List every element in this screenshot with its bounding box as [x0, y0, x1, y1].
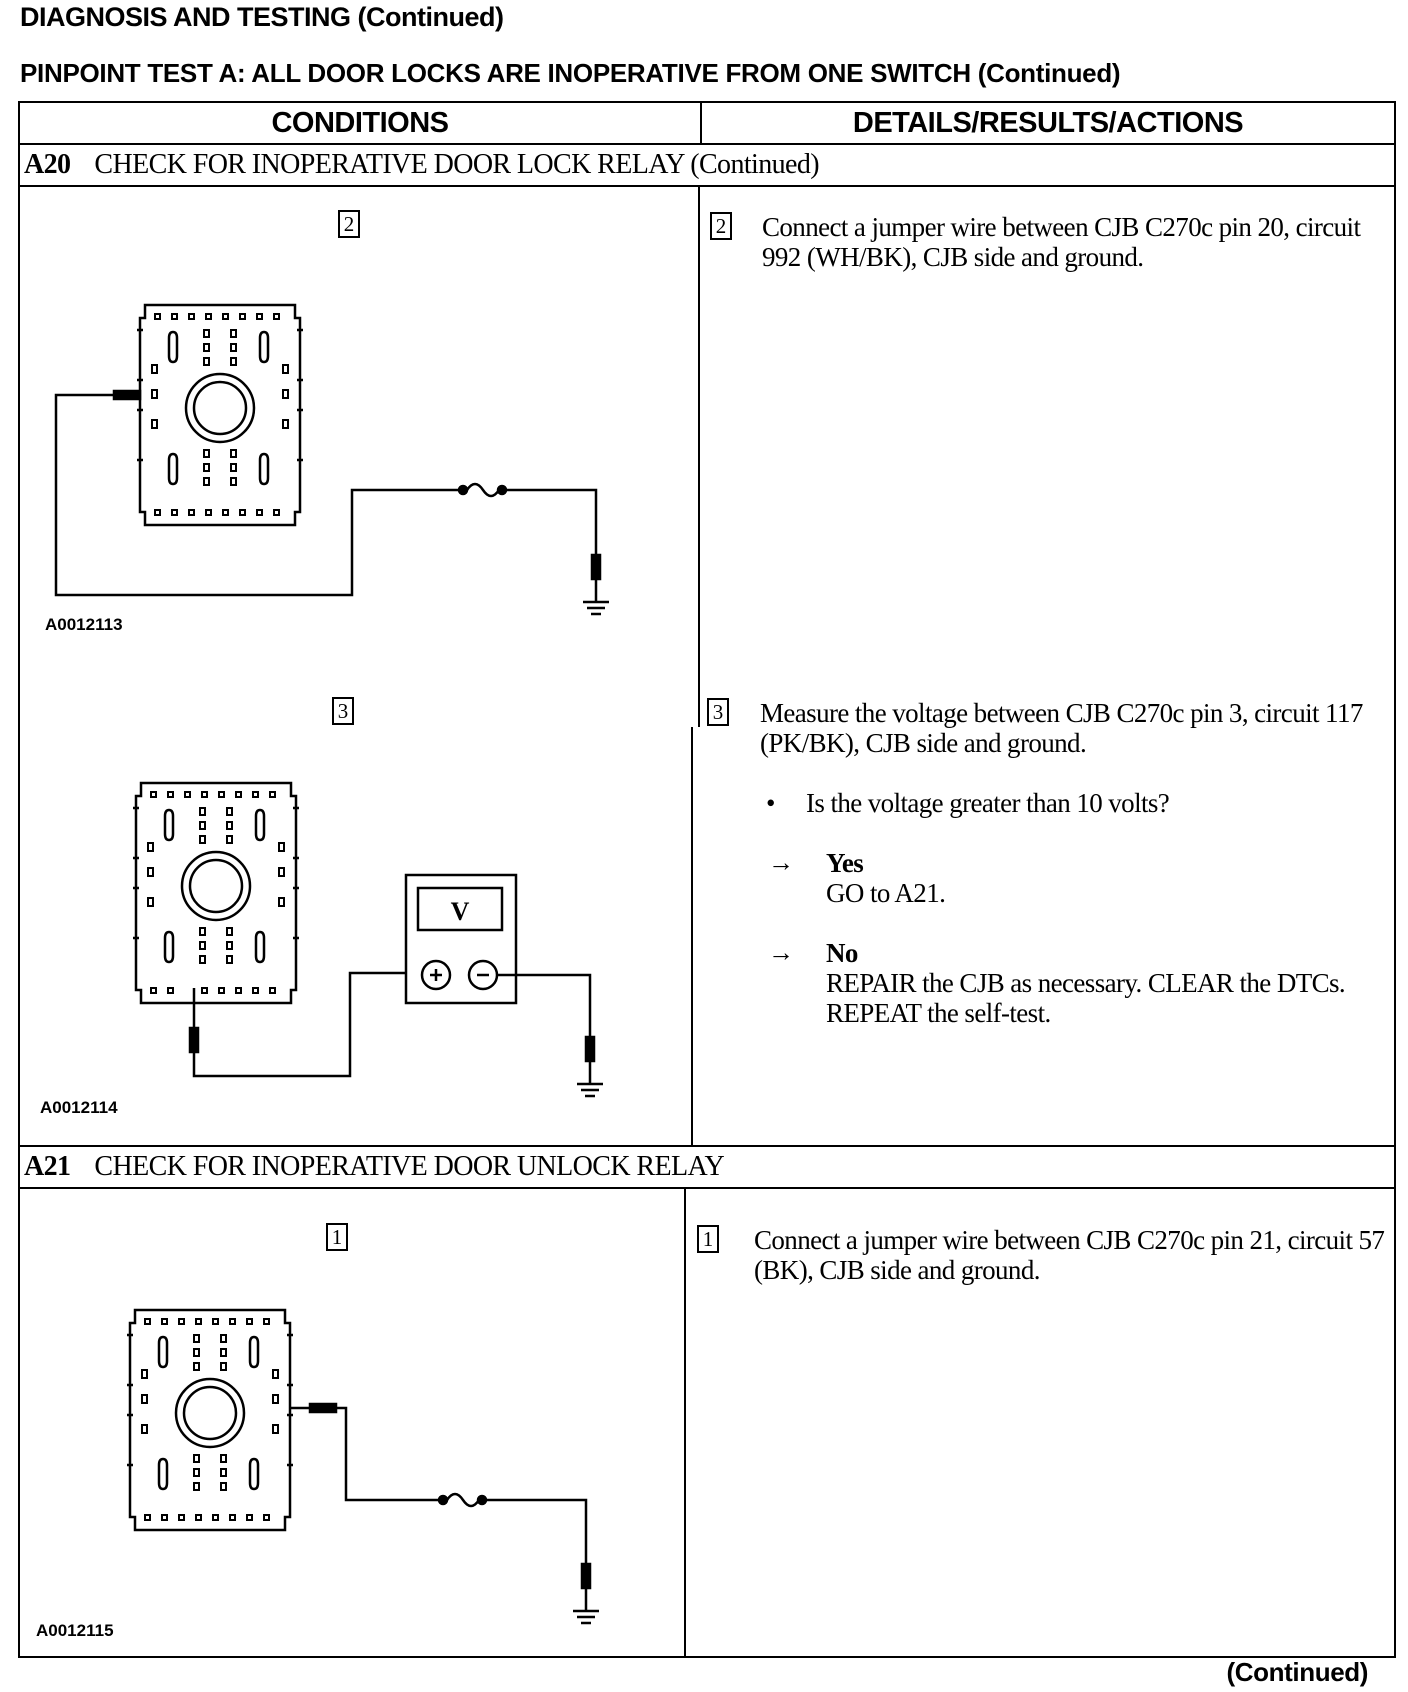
figure-step-number: 3	[332, 697, 354, 725]
detail-step-number: 1	[697, 1225, 719, 1253]
yes-action[interactable]: GO to A21.	[826, 878, 946, 908]
continued-footer: (Continued)	[1226, 1657, 1369, 1687]
test-question: Is the voltage greater than 10 volts?	[806, 788, 1170, 818]
detail-step-number: 3	[707, 698, 729, 726]
bullet: •	[766, 788, 776, 818]
answer-yes: Yes GO to A21.	[826, 848, 946, 908]
meter-display-label: V	[451, 897, 470, 926]
step-instruction: Connect a jumper wire between CJB C270c …	[754, 1225, 1385, 1285]
detail-step-number: 2	[710, 212, 732, 240]
jumper-wire-diagram-2	[127, 1308, 599, 1625]
step-instruction: Connect a jumper wire between CJB C270c …	[762, 212, 1361, 272]
step-instruction: Measure the voltage between CJB C270c pi…	[760, 698, 1363, 758]
jumper-wire-diagram-1	[54, 303, 609, 616]
column-header-details: DETAILS/RESULTS/ACTIONS	[852, 107, 1244, 139]
column-header-conditions: CONDITIONS	[271, 107, 449, 139]
figure-step-number: 1	[326, 1223, 348, 1251]
no-action: REPAIR the CJB as necessary. CLEAR the D…	[826, 968, 1346, 1028]
figure-id: A0012115	[36, 1621, 114, 1640]
answer-no: No REPAIR the CJB as necessary. CLEAR th…	[826, 938, 1346, 1028]
figure-step-number: 2	[338, 210, 360, 238]
page-header: DIAGNOSIS AND TESTING (Continued)	[20, 2, 504, 32]
figure-id: A0012114	[40, 1098, 118, 1117]
voltmeter-diagram: V	[133, 781, 603, 1098]
pinpoint-test-title: PINPOINT TEST A: ALL DOOR LOCKS ARE INOP…	[20, 58, 1121, 88]
arrow-icon: →	[768, 938, 794, 967]
arrow-icon: →	[768, 848, 794, 877]
figure-id: A0012113	[45, 615, 123, 634]
